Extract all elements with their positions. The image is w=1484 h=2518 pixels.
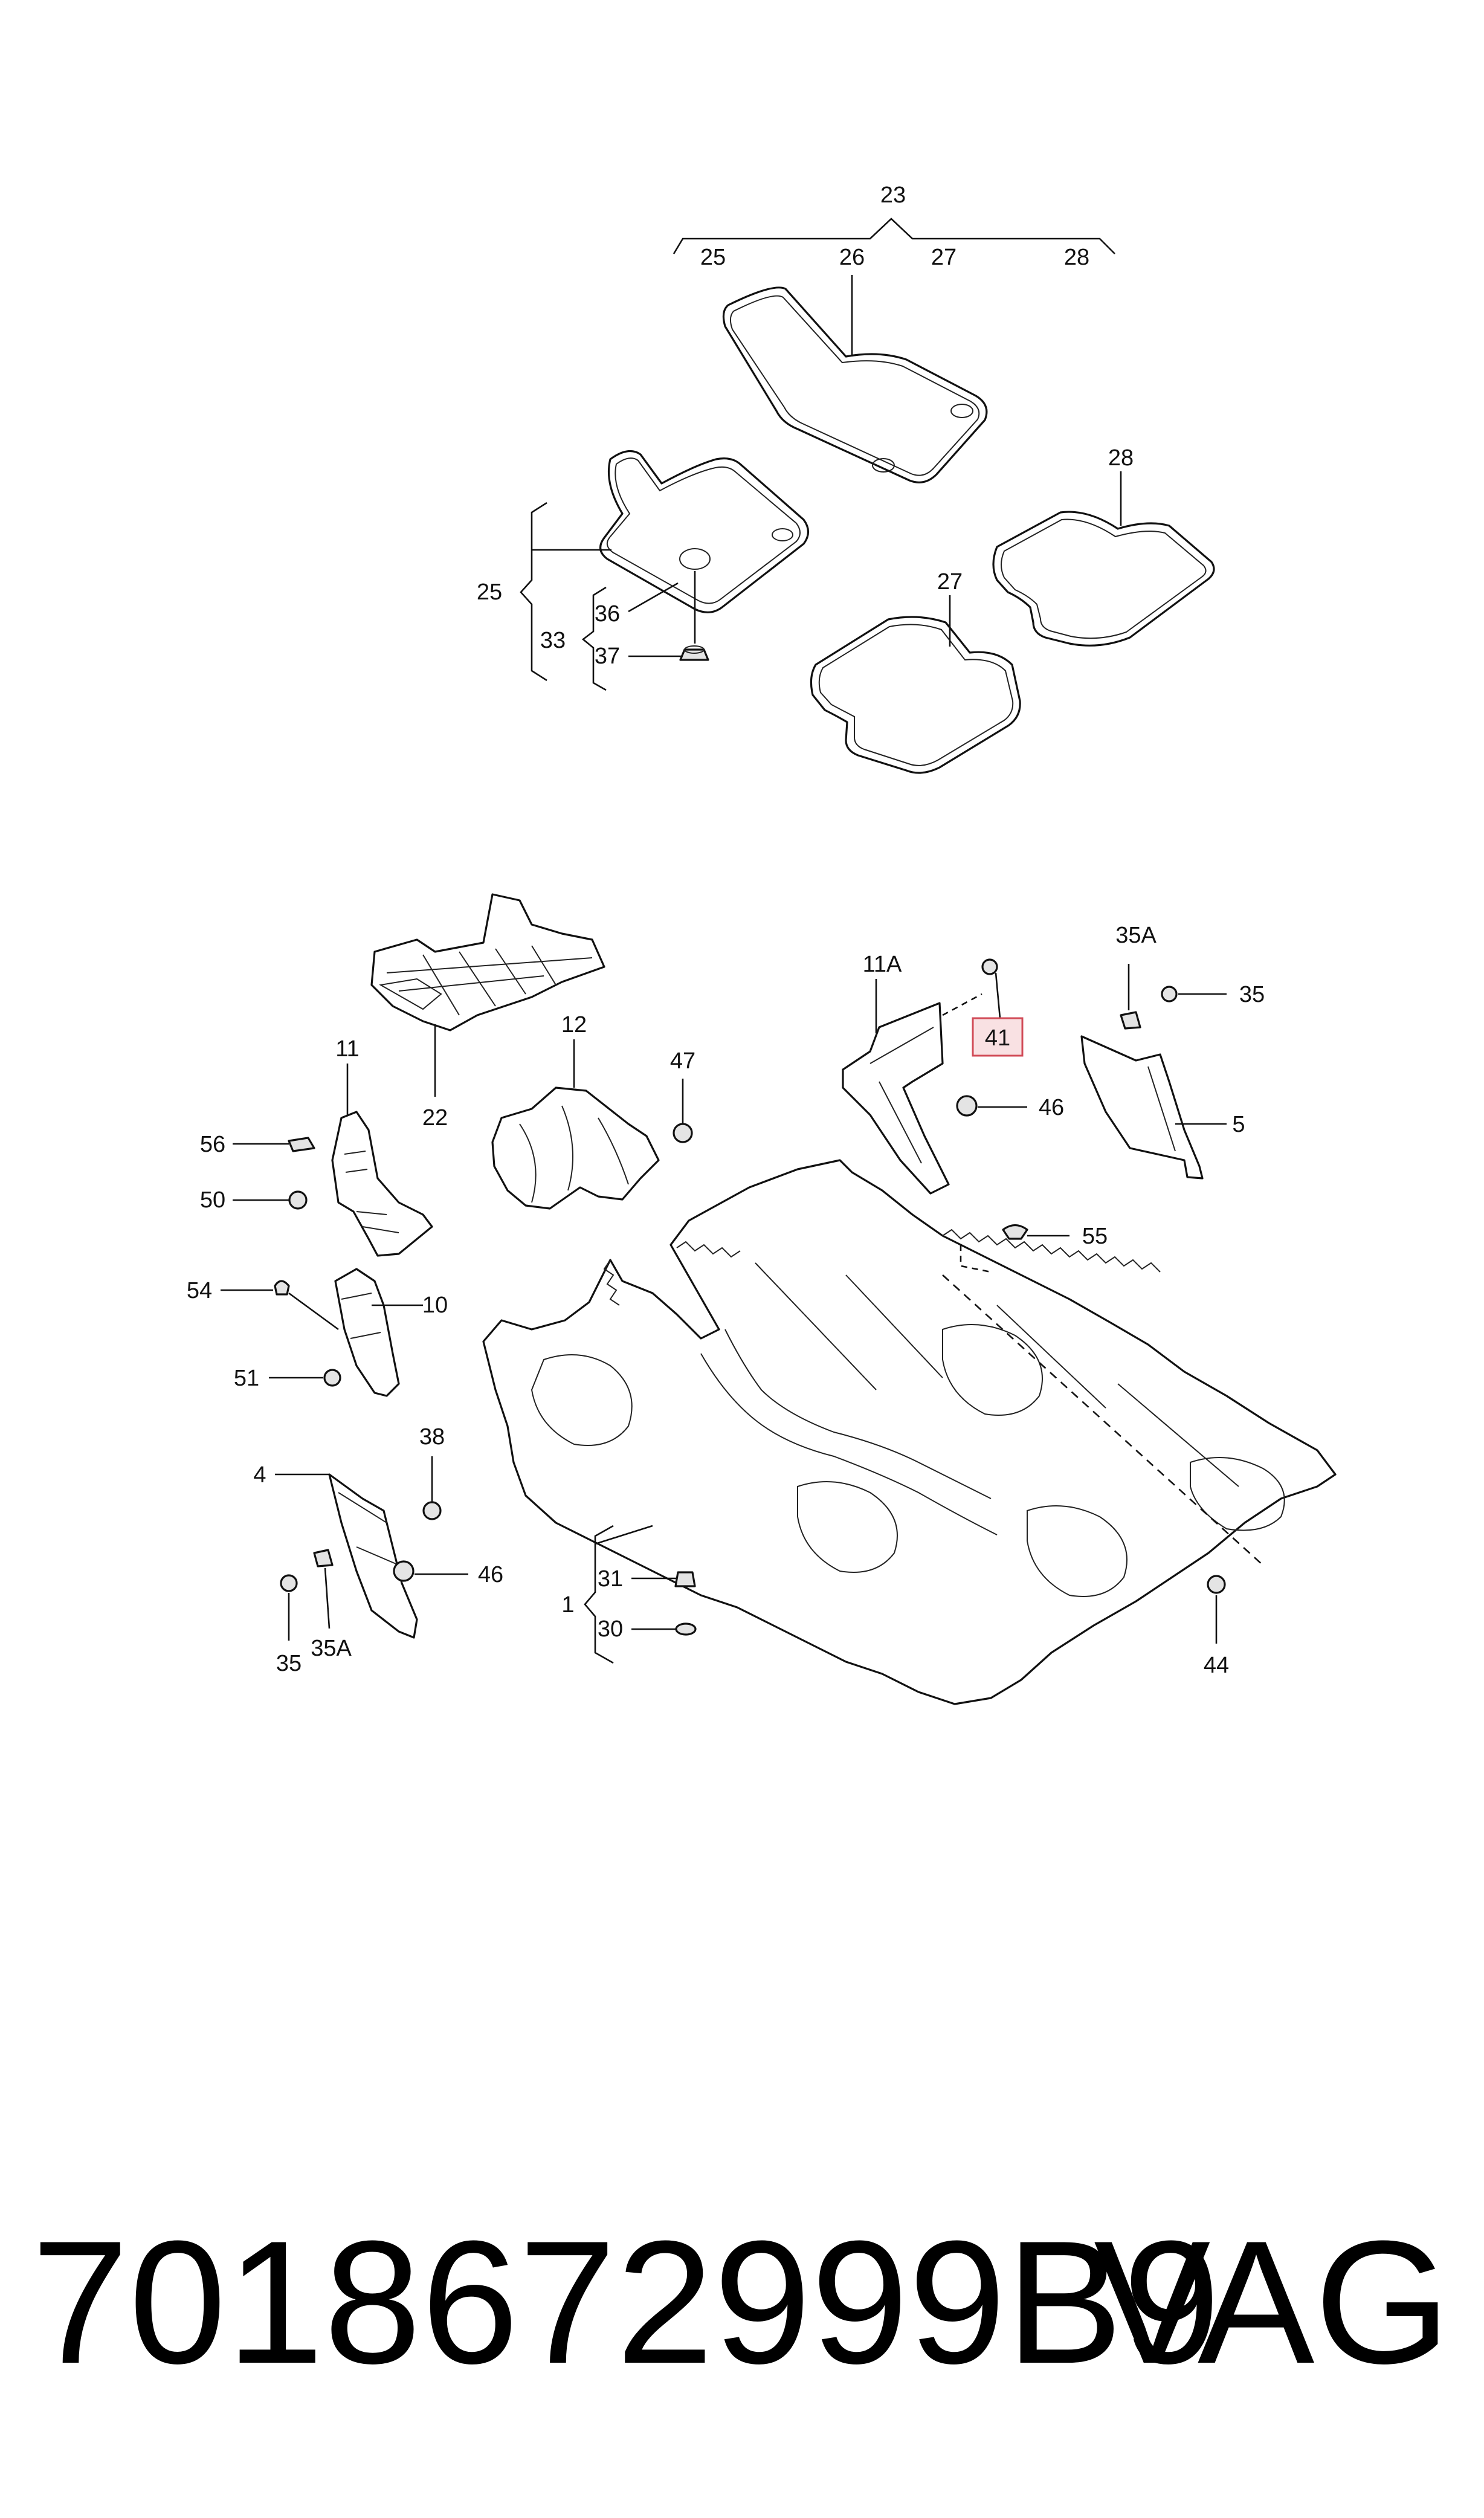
callout-46-left: 46 [478,1562,503,1587]
panel-11a: 11A 41 46 [842,952,1064,1195]
callout-26: 26 [839,245,865,270]
callout-4: 4 [253,1462,266,1488]
callout-28: 28 [1108,445,1134,471]
callout-50: 50 [200,1187,225,1213]
callout-46-mid: 46 [1039,1095,1064,1120]
callout-54: 54 [187,1278,212,1303]
floor-carpet-1: 55 44 1 31 30 [482,1159,1337,1705]
passenger-front-mat [722,286,988,483]
callout-11a: 11A [863,952,902,977]
callout-12: 12 [561,1012,587,1038]
part-number: 7018672999B9 [31,2204,1221,2400]
callout-55: 55 [1082,1224,1108,1249]
callout-1: 1 [561,1592,574,1618]
brand-label: VAG [1094,2204,1451,2400]
callout-25: 25 [477,579,502,605]
callout-30: 30 [598,1616,623,1642]
callout-25-top: 25 [700,245,726,270]
driver-front-mat [599,450,810,613]
insulation-panel-22: 22 [370,893,605,1131]
panel-12: 12 47 [491,1012,695,1210]
panel-4: 4 38 46 35 35A [253,1424,503,1676]
callout-37: 37 [595,644,620,669]
callout-28-top: 28 [1064,245,1089,270]
highlight-41[interactable] [972,1017,1024,1057]
callout-33: 33 [540,628,566,653]
panel-10: 10 54 51 [187,1268,448,1397]
callout-23: 23 [880,182,906,208]
panel-11: 11 56 50 [200,1036,433,1257]
pillar-trim-5: 5 35A 35 [1080,923,1265,1180]
callout-35-right: 35 [1239,982,1265,1007]
callout-56: 56 [200,1132,225,1157]
callout-41: 41 [985,1025,1010,1051]
callout-35a-left: 35A [311,1636,352,1661]
callout-5: 5 [1232,1112,1245,1137]
callout-27: 27 [937,569,963,595]
callout-47: 47 [670,1048,695,1074]
callout-35-left: 35 [276,1651,302,1676]
rear-left-mat [810,616,1021,774]
rear-right-mat [992,511,1215,647]
callout-22: 22 [422,1105,448,1131]
floor-mat-set: 23 25 26 27 28 25 33 36 37 28 [477,182,1215,774]
callout-27-top: 27 [931,245,957,270]
callout-51: 51 [234,1366,259,1391]
set-bracket [673,218,1115,254]
callout-31: 31 [598,1566,623,1592]
callout-38: 38 [419,1424,445,1450]
callout-35a-right: 35A [1115,923,1157,948]
callout-10: 10 [422,1293,448,1318]
callout-44: 44 [1204,1653,1229,1678]
callout-36: 36 [595,601,620,627]
callout-11: 11 [335,1036,359,1062]
